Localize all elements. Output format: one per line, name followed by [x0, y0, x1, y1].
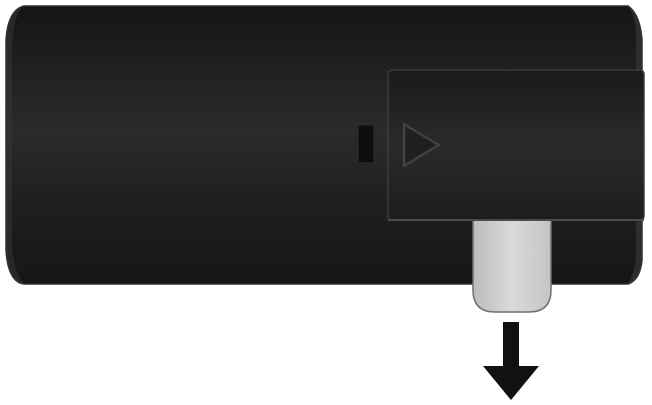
pull-tab[interactable]	[472, 219, 552, 313]
body-left-edge	[6, 6, 24, 284]
arrow-down-icon	[483, 322, 539, 400]
latch-slot	[357, 124, 375, 164]
play-triangle-icon	[403, 122, 441, 168]
